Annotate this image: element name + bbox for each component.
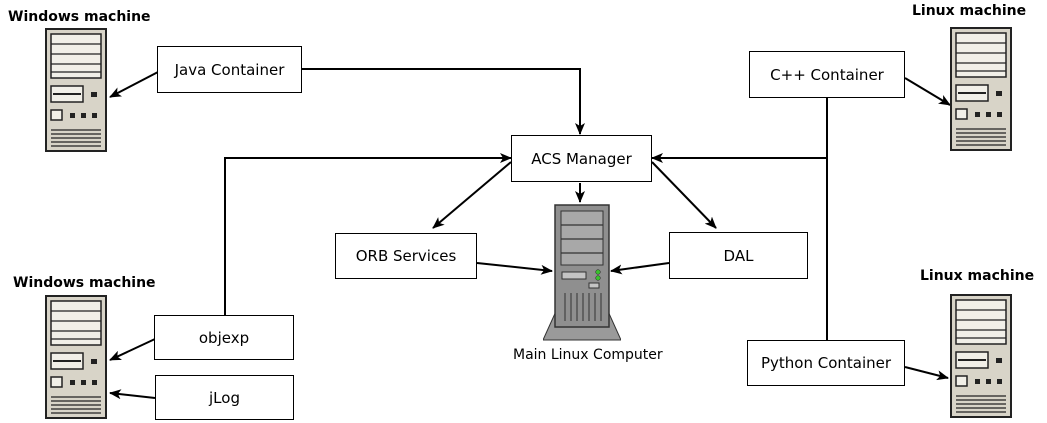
linux-computer-icon — [950, 27, 1012, 151]
arrow-jlog-to-windows-bottom — [109, 389, 156, 400]
objexp-box: objexp — [154, 315, 294, 360]
linux-machine-bottom-label: Linux machine — [920, 268, 1035, 284]
arrow-java-to-acs — [302, 68, 585, 135]
orb-services-box: ORB Services — [335, 233, 477, 279]
arrow-objexp-to-windows-bottom — [109, 338, 156, 361]
arrow-dal-to-server — [610, 262, 670, 275]
windows-computer-icon — [45, 28, 107, 152]
arrow-acs-to-dal — [651, 161, 717, 229]
windows-machine-top-label: Windows machine — [8, 9, 151, 25]
arrow-orb-to-server — [476, 262, 553, 275]
windows-computer-icon — [45, 295, 107, 419]
arrow-containers-to-acs — [651, 97, 828, 163]
server-icon — [543, 204, 621, 341]
arrow-objexp-to-acs — [224, 153, 512, 315]
java-container-box: Java Container — [157, 46, 302, 93]
server-label: Main Linux Computer — [513, 347, 663, 363]
python-container-box: Python Container — [747, 340, 905, 386]
arrow-java-to-windows-top — [109, 71, 159, 98]
cpp-container-box: C++ Container — [749, 51, 905, 98]
windows-machine-bottom-label: Windows machine — [13, 275, 156, 291]
acs-manager-box: ACS Manager — [511, 135, 652, 182]
arrow-acs-to-orb — [432, 161, 512, 229]
linux-computer-icon — [950, 294, 1012, 418]
arrow-cpp-to-linux-top — [904, 77, 951, 106]
arrow-python-to-linux-bottom — [904, 366, 949, 381]
dal-box: DAL — [669, 232, 808, 279]
jlog-box: jLog — [155, 375, 294, 420]
linux-machine-top-label: Linux machine — [912, 3, 1027, 19]
